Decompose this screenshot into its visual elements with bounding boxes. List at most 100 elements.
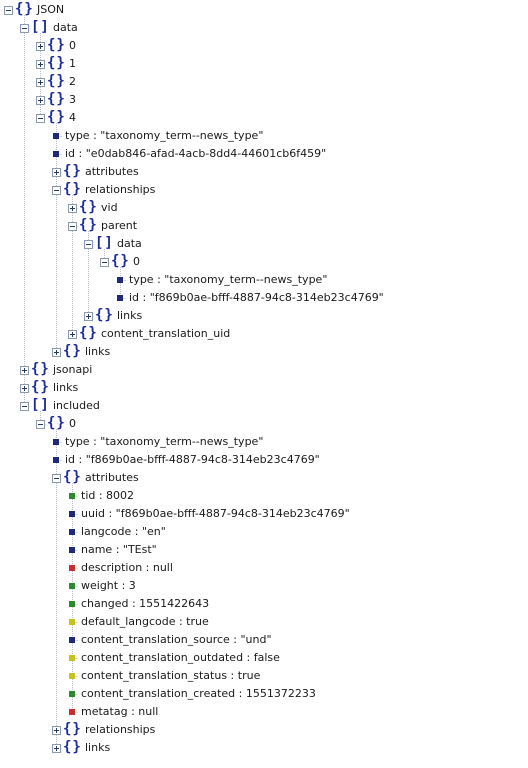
tree-node[interactable]: []data [0,235,528,253]
null-value-icon [69,565,75,571]
collapse-toggle-icon[interactable] [100,258,109,267]
tree-node[interactable]: {}2 [0,73,528,91]
object-icon: {} [111,253,130,269]
node-label: changed : 1551422643 [81,597,210,610]
node-label: attributes [85,165,139,178]
tree-node[interactable]: {}relationships [0,181,528,199]
tree-node: default_langcode : true [0,613,528,631]
tree-node[interactable]: {}relationships [0,721,528,739]
collapse-toggle-icon[interactable] [20,402,29,411]
tree-node[interactable]: {}JSON [0,1,528,19]
node-label: included [53,399,100,412]
tree-node[interactable]: {}0 [0,415,528,433]
tree-node[interactable]: {}links [0,379,528,397]
collapse-toggle-icon[interactable] [36,420,45,429]
tree-node[interactable]: {}links [0,307,528,325]
number-value-icon [69,601,75,607]
string-value-icon [53,439,59,445]
object-icon: {} [63,721,82,737]
tree-node[interactable]: {}3 [0,91,528,109]
string-value-icon [53,151,59,157]
tree-node[interactable]: {}1 [0,55,528,73]
tree-node[interactable]: {}content_translation_uid [0,325,528,343]
tree-node[interactable]: []included [0,397,528,415]
tree-node[interactable]: {}parent [0,217,528,235]
number-value-icon [69,691,75,697]
expand-toggle-icon[interactable] [52,168,61,177]
node-label: jsonapi [53,363,93,376]
string-value-icon [117,295,123,301]
node-label: id : "f869b0ae-bfff-4887-94c8-314eb23c47… [65,453,320,466]
node-label: type : "taxonomy_term--news_type" [65,129,264,142]
tree-node[interactable]: {}4 [0,109,528,127]
tree-node: id : "f869b0ae-bfff-4887-94c8-314eb23c47… [0,451,528,469]
node-label: tid : 8002 [81,489,135,502]
collapse-toggle-icon[interactable] [84,240,93,249]
tree-node[interactable]: {}0 [0,253,528,271]
tree-node[interactable]: {}links [0,343,528,361]
node-label: content_translation_status : true [81,669,261,682]
object-icon: {} [15,1,34,17]
object-icon: {} [47,415,66,431]
tree-node[interactable]: {}attributes [0,163,528,181]
string-value-icon [69,547,75,553]
collapse-toggle-icon[interactable] [4,6,13,15]
tree-node[interactable]: {}attributes [0,469,528,487]
collapse-toggle-icon[interactable] [20,24,29,33]
object-icon: {} [63,163,82,179]
tree-node: type : "taxonomy_term--news_type" [0,271,528,289]
tree-node[interactable]: {}vid [0,199,528,217]
tree-node: type : "taxonomy_term--news_type" [0,433,528,451]
number-value-icon [69,493,75,499]
expand-toggle-icon[interactable] [20,366,29,375]
object-icon: {} [63,739,82,755]
node-label: relationships [85,183,156,196]
expand-toggle-icon[interactable] [52,744,61,753]
node-label: JSON [37,3,65,16]
collapse-toggle-icon[interactable] [36,114,45,123]
expand-toggle-icon[interactable] [36,42,45,51]
tree-node: type : "taxonomy_term--news_type" [0,127,528,145]
tree-node: id : "e0dab846-afad-4acb-8dd4-44601cb6f4… [0,145,528,163]
object-icon: {} [31,379,50,395]
expand-toggle-icon[interactable] [36,78,45,87]
tree-node[interactable]: []data [0,19,528,37]
node-label: name : "TEst" [81,543,157,556]
expand-toggle-icon[interactable] [52,348,61,357]
string-value-icon [69,637,75,643]
expand-toggle-icon[interactable] [36,96,45,105]
expand-toggle-icon[interactable] [36,60,45,69]
number-value-icon [69,583,75,589]
node-label: attributes [85,471,139,484]
array-icon: [] [31,19,50,35]
node-label: content_translation_uid [101,327,231,340]
expand-toggle-icon[interactable] [68,330,77,339]
node-label: type : "taxonomy_term--news_type" [65,435,264,448]
expand-toggle-icon[interactable] [52,726,61,735]
node-label: content_translation_created : 1551372233 [81,687,316,700]
node-label: links [117,309,143,322]
tree-node[interactable]: {}jsonapi [0,361,528,379]
tree-node[interactable]: {}0 [0,37,528,55]
object-icon: {} [79,199,98,215]
collapse-toggle-icon[interactable] [68,222,77,231]
string-value-icon [53,457,59,463]
object-icon: {} [47,73,66,89]
expand-toggle-icon[interactable] [84,312,93,321]
node-label: data [117,237,142,250]
collapse-toggle-icon[interactable] [52,474,61,483]
tree-node: content_translation_outdated : false [0,649,528,667]
object-icon: {} [95,307,114,323]
tree-node: name : "TEst" [0,541,528,559]
expand-toggle-icon[interactable] [20,384,29,393]
object-icon: {} [47,91,66,107]
node-label: parent [101,219,138,232]
node-label: 3 [69,93,76,106]
node-label: uuid : "f869b0ae-bfff-4887-94c8-314eb23c… [81,507,350,520]
collapse-toggle-icon[interactable] [52,186,61,195]
expand-toggle-icon[interactable] [68,204,77,213]
tree-node[interactable]: {}links [0,739,528,757]
tree-node: metatag : null [0,703,528,721]
object-icon: {} [47,37,66,53]
